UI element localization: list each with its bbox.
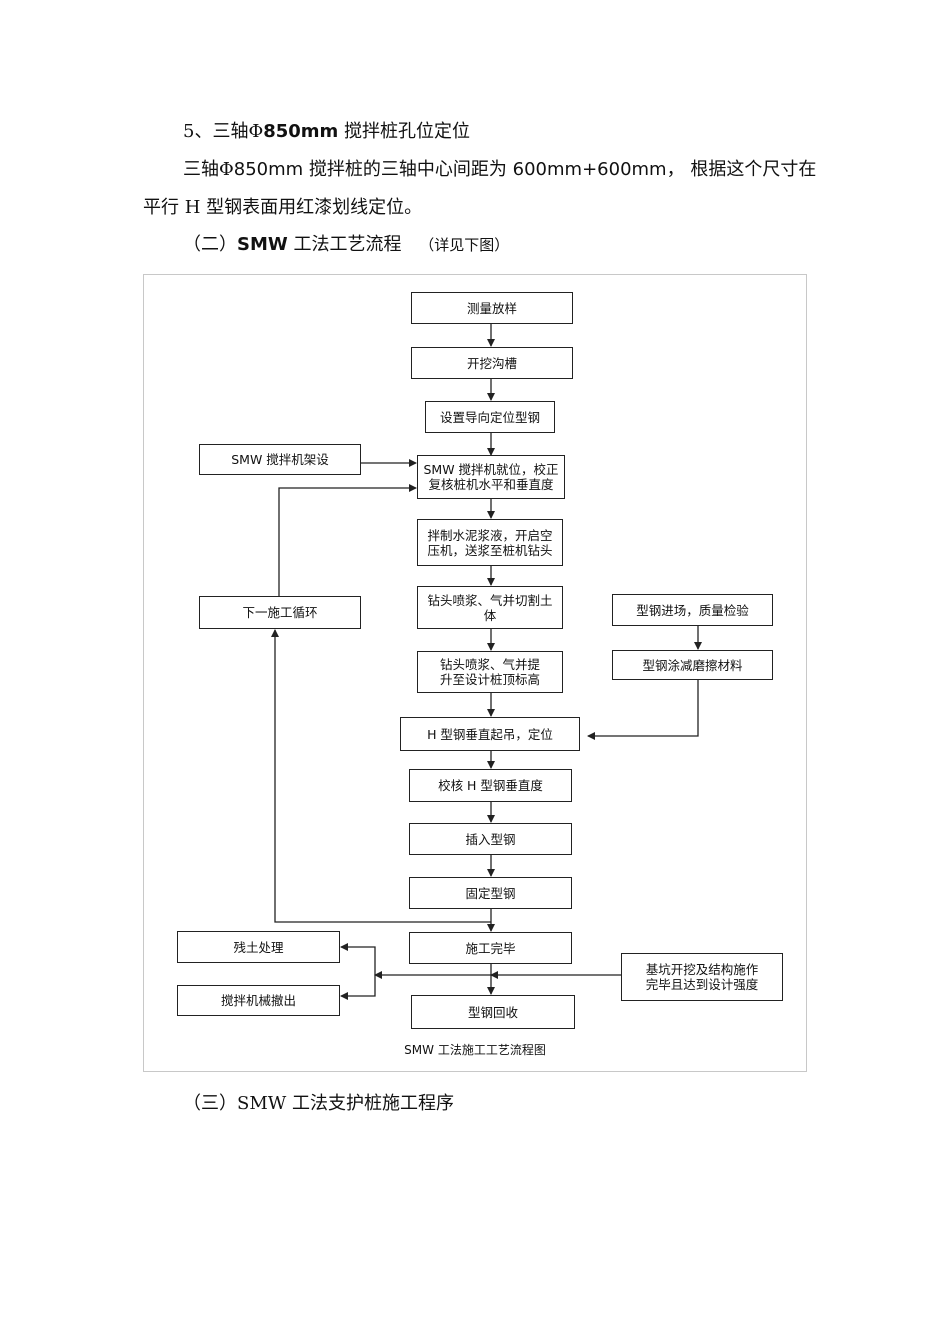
heading-5-prefix: 5、三轴Φ [183,121,264,142]
flowchart-caption: SMW 工法施工工艺流程图 [404,1043,546,1057]
box-drill-down: 钻头喷浆、气并切割土体 [417,586,563,629]
body-1e: ， 根据这个尺寸在 [666,159,817,180]
heading-5-bold: 850mm [263,121,339,142]
body-line-2: 平行 H 型钢表面用红漆划线定位。 [143,197,423,218]
box-trench: 开挖沟槽 [411,347,573,379]
section-2-suffix: 工法工艺流程 [287,234,402,255]
section-2-prefix: （二） [183,234,237,255]
box-guide-steel: 设置导向定位型钢 [425,401,555,433]
body-1a: 三轴Φ [183,159,234,180]
box-residual-soil: 残土处理 [177,931,340,963]
heading-5-suffix: 搅拌桩孔位定位 [338,121,471,142]
box-mixer-setup: SMW 搅拌机架设 [199,444,361,475]
section-2-bold: SMW [237,234,288,255]
box-h-lift: H 型钢垂直起吊，定位 [400,717,580,751]
section-3-heading: （三）SMW 工法支护桩施工程序 [183,1093,454,1114]
box-next-cycle: 下一施工循环 [199,596,361,629]
section-2-heading: （二）SMW 工法工艺流程 （详见下图） [183,233,509,257]
box-slurry: 拌制水泥浆液，开启空压机，送浆至桩机钻头 [417,519,563,566]
box-steel-entry: 型钢进场，质量检验 [612,594,773,626]
section-2-note: （详见下图） [419,236,510,254]
box-verify-vertical: 校核 H 型钢垂直度 [409,769,572,802]
body-1b: 850mm [233,159,304,180]
flowchart-frame [143,274,807,1072]
box-complete: 施工完毕 [409,932,572,964]
box-fix-steel: 固定型钢 [409,877,572,909]
heading-5: 5、三轴Φ850mm 搅拌桩孔位定位 [183,120,470,144]
box-mixer-position: SMW 搅拌机就位，校正复核桩机水平和垂直度 [417,455,565,499]
box-survey: 测量放样 [411,292,573,324]
box-drill-up: 钻头喷浆、气并提升至设计桩顶标高 [417,651,563,693]
body-1d: 600mm+600mm [512,159,667,180]
body-line-1: 三轴Φ850mm 搅拌桩的三轴中心间距为 600mm+600mm， 根据这个尺寸… [183,158,816,182]
box-pit-completion: 基坑开挖及结构施作完毕且达到设计强度 [621,953,783,1001]
box-steel-coating: 型钢涂减磨擦材料 [612,650,773,680]
box-insert-steel: 插入型钢 [409,823,572,855]
box-steel-recovery: 型钢回收 [411,995,575,1029]
body-1c: 搅拌桩的三轴中心间距为 [303,159,513,180]
box-mixer-removal: 搅拌机械撤出 [177,985,340,1016]
